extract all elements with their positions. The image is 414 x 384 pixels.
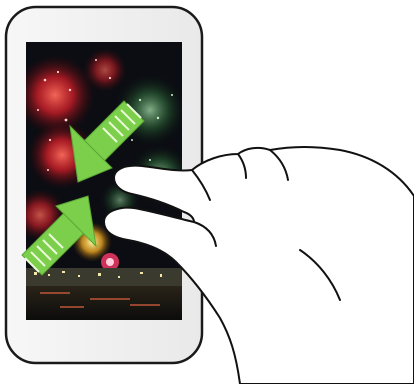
shoreline	[26, 268, 182, 286]
water	[26, 286, 182, 320]
